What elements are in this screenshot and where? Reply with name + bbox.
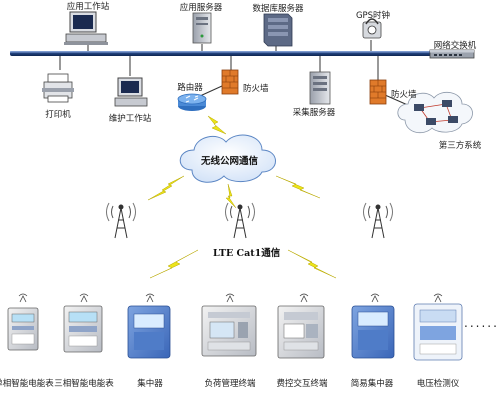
- firewall-left-icon: [221, 69, 239, 95]
- bolt-cloud-mid: [225, 183, 237, 209]
- bolt-lte-right: [287, 249, 337, 279]
- label-printer: 打印机: [45, 110, 71, 120]
- device-antennas: [18, 293, 443, 303]
- collection-server-icon: [309, 71, 331, 105]
- label-app-workstation: 应用工作站: [66, 2, 110, 12]
- label-firewall-right: 防火墙: [391, 90, 417, 100]
- device-label-voltage-monitor: 电压检测仪: [416, 379, 460, 389]
- third-party-cloud: [397, 91, 473, 134]
- router-icon: [177, 93, 207, 111]
- device-label-load-mgmt: 负荷管理终端: [204, 379, 256, 389]
- bolt-router-cloud: [207, 115, 227, 135]
- network-switch-icon: [429, 49, 475, 59]
- bolt-lte-left: [149, 249, 199, 279]
- tower-left-icon: [106, 202, 136, 239]
- label-db-server: 数据库服务器: [252, 4, 304, 14]
- load-management-terminal-icon: [201, 305, 257, 357]
- device-label-simple-concentrator: 简易集中器: [350, 379, 394, 389]
- label-lte: LTE Cat1通信: [213, 248, 281, 259]
- bolt-cloud-left: [147, 175, 185, 201]
- printer-icon: [42, 73, 74, 103]
- label-collection-server: 采集服务器: [292, 108, 336, 118]
- bolt-cloud-right: [275, 175, 321, 199]
- cost-control-terminal-icon: [277, 305, 325, 359]
- app-workstation-icon: [64, 11, 108, 45]
- label-third-party: 第三方系统: [438, 141, 482, 151]
- device-label-cost-control: 费控交互终端: [276, 379, 328, 389]
- label-network-switch: 网络交换机: [433, 41, 477, 51]
- tower-right-icon: [363, 202, 393, 239]
- label-firewall-left: 防火墙: [243, 84, 269, 94]
- wireless-links: [147, 115, 337, 279]
- three-phase-meter-icon: [63, 305, 103, 353]
- voltage-monitor-icon: [413, 303, 463, 361]
- single-phase-meter-icon: [7, 307, 39, 351]
- label-app-server: 应用服务器: [179, 3, 223, 13]
- label-router: 路由器: [177, 83, 203, 93]
- concentrator-icon: [127, 305, 171, 359]
- label-wireless-public: 无线公网通信: [201, 156, 259, 167]
- maintenance-workstation-icon: [114, 77, 148, 107]
- more-devices-ellipsis: ......: [464, 316, 499, 330]
- tower-center-icon: [225, 202, 255, 239]
- wireless-public-cloud: [179, 134, 276, 183]
- label-maintenance-ws: 维护工作站: [108, 114, 152, 124]
- backbone-bar: [10, 51, 448, 56]
- gps-clock-icon: [362, 18, 382, 39]
- label-gps-clock: GPS时钟: [355, 11, 391, 21]
- app-server-icon: [192, 12, 212, 44]
- device-label-three-phase: 三相智能电能表: [54, 379, 114, 389]
- database-server-icon: [263, 13, 293, 47]
- firewall-right-icon: [369, 79, 387, 105]
- simple-concentrator-icon: [351, 305, 395, 359]
- device-label-single-phase: 单相智能电能表: [0, 379, 54, 389]
- device-label-concentrator: 集中器: [137, 379, 163, 389]
